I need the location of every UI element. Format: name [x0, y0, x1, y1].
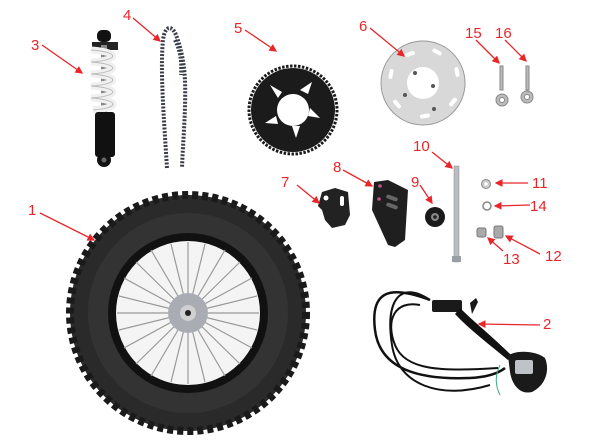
callout-9: 9: [411, 174, 420, 191]
callout-14: 14: [530, 198, 547, 215]
callout-4: 4: [123, 7, 132, 24]
callout-15: 15: [465, 25, 482, 42]
sprocket-icon: [247, 64, 339, 156]
chain-adjuster-icon: [495, 65, 534, 107]
callout-2: 2: [543, 316, 552, 333]
callout-10: 10: [413, 138, 430, 155]
brake-assembly-icon: [373, 291, 548, 396]
brake-disc-icon: [380, 40, 466, 126]
leader-lines: [39, 17, 541, 329]
callout-5: 5: [234, 20, 243, 37]
callout-7: 7: [281, 174, 290, 191]
callout-3: 3: [31, 37, 40, 54]
chain-guide-icon: [372, 180, 408, 247]
caliper-bracket-icon: [318, 188, 350, 228]
callout-13: 13: [503, 251, 520, 268]
axle-hardware-icon: [476, 179, 504, 239]
callout-6: 6: [359, 18, 368, 35]
chain-roller-icon: [425, 207, 445, 227]
callout-11: 11: [532, 175, 548, 192]
callout-16: 16: [495, 25, 512, 42]
chain-icon: [159, 26, 188, 169]
callout-8: 8: [333, 159, 342, 176]
shock-absorber-icon: [90, 30, 118, 167]
axle-icon: [452, 165, 461, 263]
wheel-icon: [66, 191, 310, 435]
callout-12: 12: [545, 248, 562, 265]
callout-1: 1: [28, 202, 37, 219]
